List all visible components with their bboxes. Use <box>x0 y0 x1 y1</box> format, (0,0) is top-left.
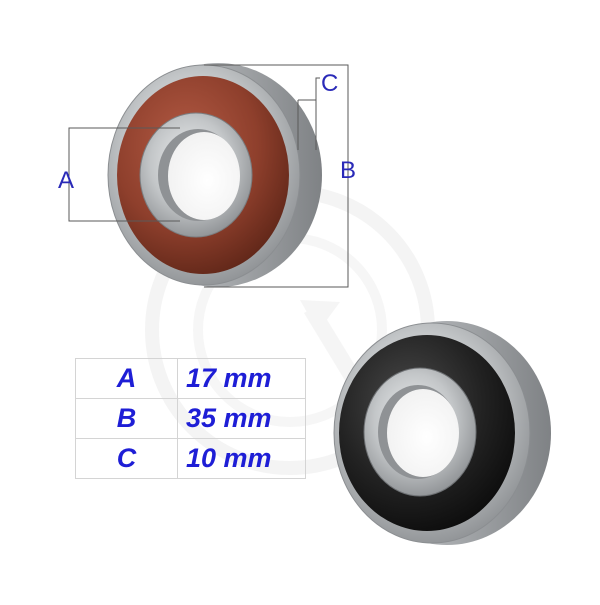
table-row: B 35 mm <box>75 398 306 439</box>
dimension-label-c: C <box>321 70 339 97</box>
dimension-label-b: B <box>340 157 357 184</box>
dimension-line-b <box>204 64 349 288</box>
table-cell-value: 35 mm <box>177 398 306 439</box>
dimension-lines <box>68 64 349 288</box>
dimension-label-a: A <box>58 167 75 194</box>
dimension-leader-c <box>298 77 320 101</box>
table-cell-key: C <box>75 438 178 479</box>
table-cell-key: A <box>75 358 178 399</box>
dimensions-table: A 17 mm B 35 mm C 10 mm <box>75 358 306 479</box>
table-row: C 10 mm <box>75 438 306 479</box>
dimension-line-a <box>68 127 180 222</box>
table-row: A 17 mm <box>75 358 306 399</box>
ball-bearing-red-seal-icon <box>107 63 322 287</box>
table-cell-value: 17 mm <box>177 358 306 399</box>
table-cell-key: B <box>75 398 178 439</box>
ball-bearing-black-seal-icon <box>333 321 551 545</box>
table-cell-value: 10 mm <box>177 438 306 479</box>
